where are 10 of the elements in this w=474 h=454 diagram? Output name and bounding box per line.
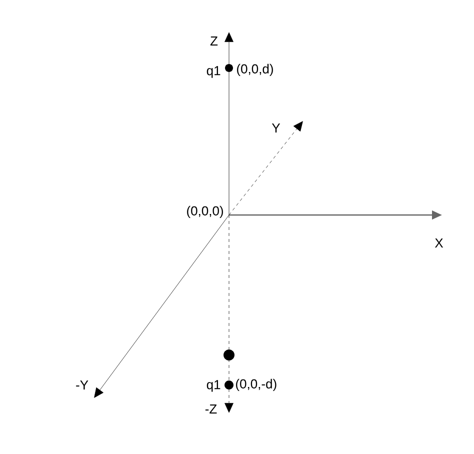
coordinate-label: (0,0,d) [237,64,273,76]
charge-label: q1 [206,380,220,392]
axis-label: Y [272,124,280,132]
axis-label: -Z [205,404,217,414]
axis-label: X [434,238,444,248]
coordinate-label: (0,0,-d) [236,378,276,392]
axis-label: Z [210,36,218,46]
charge-label: q1 [206,66,220,78]
axis-label: -Y [76,380,88,390]
coordinate-label: (0,0,0) [187,206,223,218]
